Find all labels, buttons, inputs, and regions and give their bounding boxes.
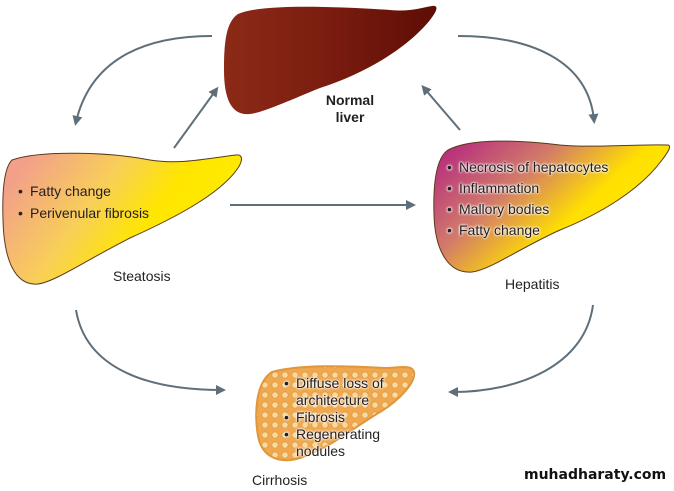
cirrhosis-label: Cirrhosis xyxy=(252,472,308,488)
cirrhosis-findings-list: Diffuse loss of architecture Fibrosis Re… xyxy=(284,375,404,460)
list-item: Necrosis of hepatocytes xyxy=(447,157,608,178)
list-item: Inflammation xyxy=(447,178,608,199)
list-item: Perivenular fibrosis xyxy=(18,202,149,224)
steatosis-label: Steatosis xyxy=(113,268,171,284)
list-item: Fatty change xyxy=(447,220,608,241)
watermark: muhadharaty.com xyxy=(524,467,667,483)
hepatitis-findings-list: Necrosis of hepatocytes Inflammation Mal… xyxy=(447,157,608,241)
normal-liver-label-line2: liver xyxy=(335,109,365,125)
arrow-normal-to-hepatitis xyxy=(457,35,599,124)
normal-liver-label: Normal liver xyxy=(322,92,378,126)
list-item: Fatty change xyxy=(18,180,149,202)
list-item: Mallory bodies xyxy=(447,199,608,220)
list-item: Regenerating nodules xyxy=(284,426,404,460)
arrow-steatosis-to-normal xyxy=(173,86,219,149)
list-item: Diffuse loss of architecture xyxy=(284,375,404,409)
arrow-hepatitis-to-normal xyxy=(421,84,461,131)
list-item: Fibrosis xyxy=(284,409,404,426)
arrow-normal-to-steatosis xyxy=(72,35,213,126)
arrow-hepatitis-to-cirrhosis xyxy=(448,304,594,397)
normal-liver-label-line1: Normal xyxy=(325,92,375,108)
arrow-steatosis-to-cirrhosis xyxy=(75,309,226,395)
normal-liver-shape xyxy=(224,5,437,115)
hepatitis-label: Hepatitis xyxy=(505,276,560,292)
steatosis-findings-list: Fatty change Perivenular fibrosis xyxy=(18,180,149,224)
